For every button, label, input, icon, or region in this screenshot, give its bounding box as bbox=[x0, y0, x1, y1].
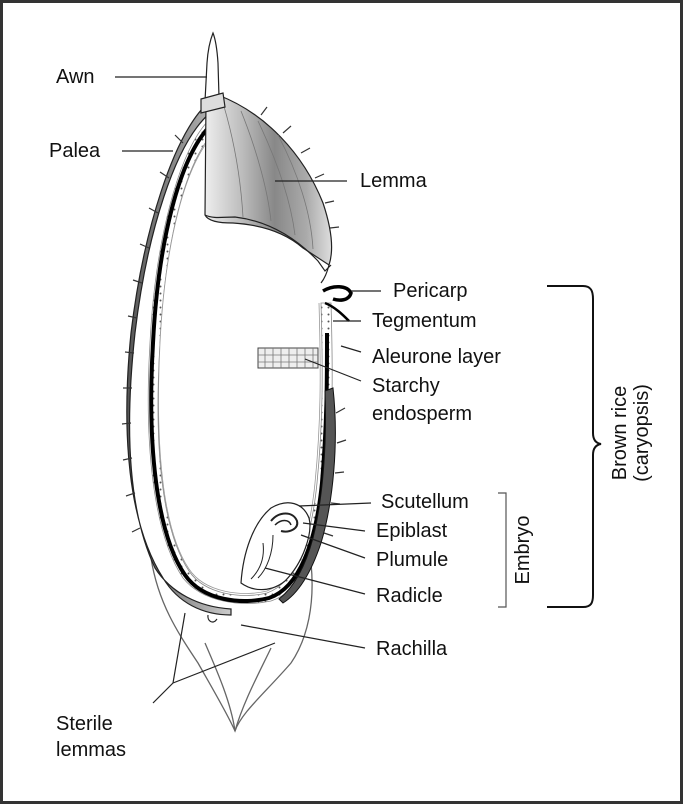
pericarp-curl bbox=[323, 287, 351, 300]
label-aleurone-layer: Aleurone layer bbox=[372, 346, 501, 368]
label-brown-rice: Brown rice (caryopsis) bbox=[609, 373, 653, 493]
label-brown-rice-line1: Brown rice bbox=[609, 373, 631, 493]
brown-rice-bracket bbox=[547, 286, 601, 607]
rice-grain-diagram bbox=[3, 3, 683, 807]
starchy-endosperm-block bbox=[258, 348, 318, 368]
label-palea: Palea bbox=[49, 140, 100, 162]
label-radicle: Radicle bbox=[376, 585, 443, 607]
label-lemma: Lemma bbox=[360, 170, 427, 192]
label-tegmentum: Tegmentum bbox=[372, 310, 477, 332]
label-starchy-endosperm: Starchy endosperm bbox=[372, 375, 472, 425]
label-sterile-lemmas-line2: lemmas bbox=[56, 739, 126, 761]
label-starchy-endosperm-line2: endosperm bbox=[372, 403, 472, 425]
embryo-bracket bbox=[498, 493, 506, 607]
label-scutellum: Scutellum bbox=[381, 491, 469, 513]
rachilla-shape bbox=[208, 615, 217, 622]
label-sterile-lemmas-line1: Sterile bbox=[56, 713, 126, 735]
awn-shape bbox=[205, 33, 219, 101]
label-brown-rice-line2: (caryopsis) bbox=[631, 373, 653, 493]
label-plumule: Plumule bbox=[376, 549, 448, 571]
label-pericarp: Pericarp bbox=[393, 280, 467, 302]
label-embryo: Embryo bbox=[512, 510, 534, 590]
label-starchy-endosperm-line1: Starchy bbox=[372, 375, 472, 397]
label-sterile-lemmas: Sterile lemmas bbox=[56, 713, 126, 761]
label-epiblast: Epiblast bbox=[376, 520, 447, 542]
label-rachilla: Rachilla bbox=[376, 638, 447, 660]
label-awn: Awn bbox=[56, 66, 95, 88]
